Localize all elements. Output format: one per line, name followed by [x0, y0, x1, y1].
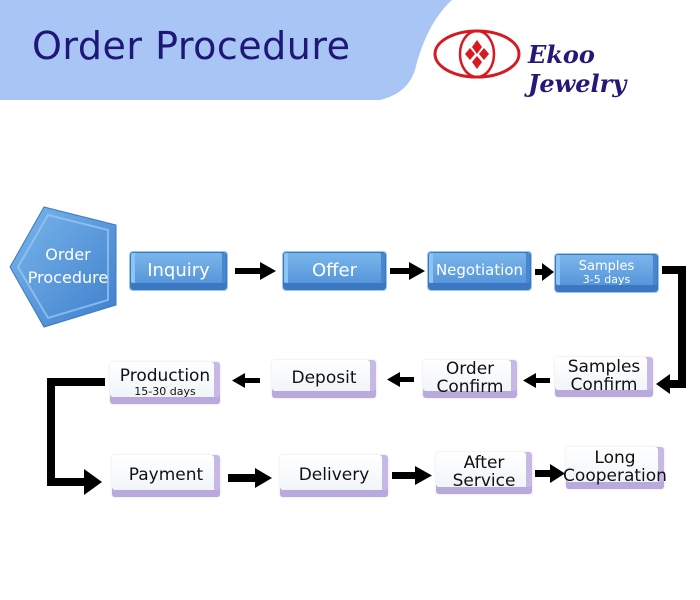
- step-label: Samples: [578, 259, 635, 275]
- step-payment: Payment: [112, 455, 220, 497]
- step-long-cooperation: Long Cooperation: [563, 447, 667, 489]
- step-deposit: Deposit: [272, 360, 376, 398]
- step-negotiation: Negotiation: [428, 252, 531, 290]
- step-label: Delivery: [298, 465, 370, 486]
- step-sublabel: Confirm: [436, 377, 504, 397]
- step-delivery: Delivery: [280, 455, 388, 497]
- step-label: Production: [119, 366, 211, 387]
- arrow-right-icon: [535, 464, 565, 483]
- logo-icon: [433, 29, 521, 79]
- step-offer: Offer: [283, 252, 386, 290]
- step-sublabel: Service: [452, 471, 516, 491]
- connector-left-loop: [47, 378, 105, 495]
- step-sublabel: 15-30 days: [134, 385, 196, 399]
- arrow-left-icon: [232, 373, 260, 388]
- step-sublabel: 3-5 days: [582, 273, 631, 287]
- step-label: Inquiry: [147, 259, 210, 281]
- start-pentagon: [9, 206, 117, 328]
- arrow-right-icon: [235, 262, 276, 280]
- step-samples-confirm: Samples Confirm: [555, 357, 653, 397]
- step-after-service: After Service: [436, 452, 532, 494]
- arrow-left-icon: [387, 372, 414, 387]
- arrow-right-icon: [535, 263, 554, 281]
- step-label: Long: [594, 448, 636, 469]
- header-banner: [0, 0, 452, 100]
- arrow-right-icon: [392, 466, 432, 485]
- arrow-right-icon: [390, 262, 425, 280]
- step-label: After: [463, 453, 505, 474]
- step-label: Order: [445, 359, 495, 380]
- arrow-right-icon: [228, 468, 272, 488]
- start-line1: Order: [45, 245, 91, 265]
- step-inquiry: Inquiry: [130, 252, 227, 290]
- step-label: Payment: [128, 465, 204, 486]
- page-title: Order Procedure: [32, 24, 351, 68]
- connector-right-loop: [656, 266, 686, 394]
- brand-name: Ekoo Jewelry: [528, 40, 627, 98]
- step-label: Samples: [567, 357, 641, 378]
- start-line2: Procedure: [27, 268, 109, 287]
- step-samples: Samples 3-5 days: [555, 254, 658, 292]
- step-production: Production 15-30 days: [110, 362, 220, 404]
- arrow-left-icon: [523, 373, 550, 388]
- step-sublabel: Confirm: [570, 375, 638, 395]
- step-sublabel: Cooperation: [563, 466, 667, 486]
- step-label: Offer: [311, 259, 358, 281]
- start-label: Order Procedure: [22, 236, 114, 298]
- step-label: Deposit: [291, 368, 357, 389]
- step-label: Negotiation: [435, 261, 524, 280]
- step-order-confirm: Order Confirm: [423, 360, 517, 398]
